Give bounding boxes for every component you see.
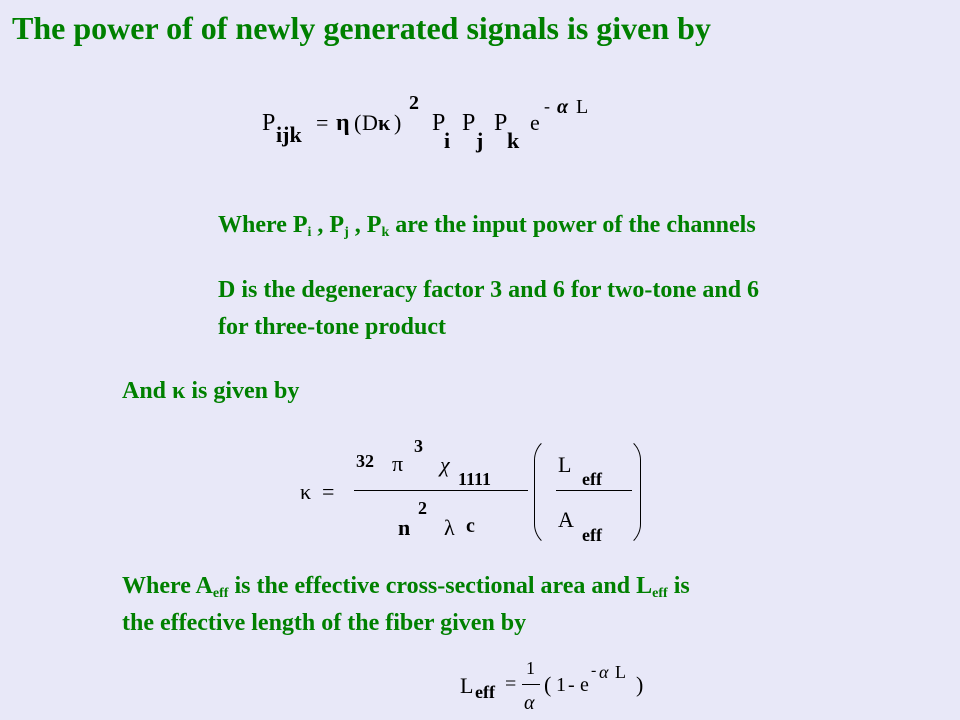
degeneracy-line1: D is the degeneracy factor 3 and 6 for t… <box>218 277 760 303</box>
eq1-sub-k: k <box>507 128 520 153</box>
eq3-alpha: α <box>524 692 535 714</box>
eq3-L: L <box>460 673 474 698</box>
eq3-e: e <box>580 674 589 696</box>
eq1-ijk: ijk <box>276 122 302 147</box>
eq1-P: P <box>262 110 276 136</box>
eq3-alpha2: α <box>599 662 609 682</box>
eq2-L: L <box>558 452 572 477</box>
eq2-c: c <box>466 515 475 537</box>
where2-part2: is the effective cross-sectional area an… <box>228 573 653 599</box>
eq1-L: L <box>576 96 589 118</box>
eq1-Pi: P <box>432 110 446 136</box>
eq2-kappa: κ <box>300 479 312 504</box>
eq2-fraction-bar <box>354 490 528 491</box>
where1-prefix: Where P <box>218 212 308 238</box>
degeneracy-line2: for three-tone product <box>218 314 446 340</box>
eq2-left-paren <box>534 436 559 548</box>
eq3-one: 1 <box>526 658 535 678</box>
eq3-minus2: - <box>591 662 597 679</box>
where1-sub-j: j <box>344 225 349 240</box>
eq1-sub-i: i <box>444 128 451 153</box>
eq2-inner-fraction-bar <box>556 490 632 491</box>
eq1-e: e <box>530 110 540 135</box>
effective-area-definition: Where Aeff is the effective cross-sectio… <box>122 573 690 602</box>
eq2-32: 32 <box>356 451 374 471</box>
eq2-chi: χ <box>440 452 450 477</box>
eq3-eff: eff <box>475 682 495 702</box>
eq2-Leff: eff <box>582 469 602 489</box>
eq3-equals: = <box>505 673 517 695</box>
eq2-1111: 1111 <box>458 469 492 489</box>
eq2-equals: = <box>322 479 335 504</box>
effective-length-line: the effective length of the fiber given … <box>122 610 527 636</box>
eq2-n: n <box>398 515 411 540</box>
eq2-A: A <box>558 507 574 532</box>
eq1-exp2: 2 <box>409 92 419 114</box>
where2-eff2: eff <box>652 586 668 601</box>
and-kappa-line: And κ is given by <box>122 378 300 404</box>
eq1-kappa: κ <box>378 110 391 135</box>
eq3-rparen: ) <box>636 672 644 697</box>
eq2-Aeff: eff <box>582 525 602 545</box>
eq1-D: D <box>362 110 378 135</box>
eq2-exp2: 2 <box>418 498 427 518</box>
eq1-alpha: α <box>557 96 569 118</box>
where1-sub-i: i <box>307 225 312 240</box>
eq1-lparen: ( <box>354 110 362 135</box>
eq3-minus: - <box>568 674 575 696</box>
eq3-L2: L <box>615 662 626 682</box>
eq1-Pj: P <box>462 110 476 136</box>
eq1-eta: η <box>336 110 350 136</box>
slide-title: The power of of newly generated signals … <box>12 10 711 46</box>
eq1-minus: - <box>544 96 550 116</box>
eq3-one2: 1 <box>556 674 566 696</box>
where2-part1: Where A <box>122 573 213 599</box>
where1-sep1: , P <box>311 212 345 238</box>
eq1-equals: = <box>316 110 329 135</box>
eq2-pi: π <box>392 451 404 476</box>
where1-sep2: , P <box>348 212 382 238</box>
eq3-fraction-bar <box>522 684 540 685</box>
eq3-lparen: ( <box>544 672 552 697</box>
eq1-Pk: P <box>494 110 508 136</box>
eq1-rparen: ) <box>394 110 402 135</box>
eq2-right-paren <box>616 436 641 548</box>
where1-sub-k: k <box>381 225 390 240</box>
where2-part3: is <box>667 573 690 599</box>
eq1-sub-j: j <box>476 128 484 153</box>
eq2-lambda: λ <box>444 515 455 540</box>
eq2-exp3: 3 <box>414 436 423 456</box>
where1-suffix: are the input power of the channels <box>389 212 756 238</box>
where2-eff1: eff <box>212 586 229 601</box>
input-power-definition: Where Pi , Pj , Pk are the input power o… <box>218 212 756 241</box>
